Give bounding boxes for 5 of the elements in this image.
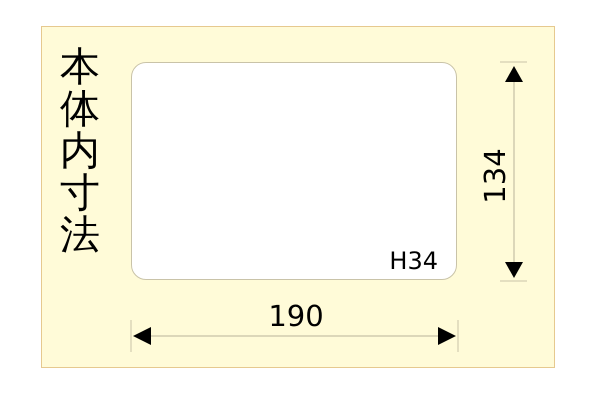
- dimension-label: 190: [267, 300, 325, 332]
- inner-box: [131, 62, 457, 280]
- height-label: H34: [389, 247, 438, 275]
- dimension-label: 134: [479, 147, 511, 206]
- title: 本体内寸法: [60, 46, 101, 256]
